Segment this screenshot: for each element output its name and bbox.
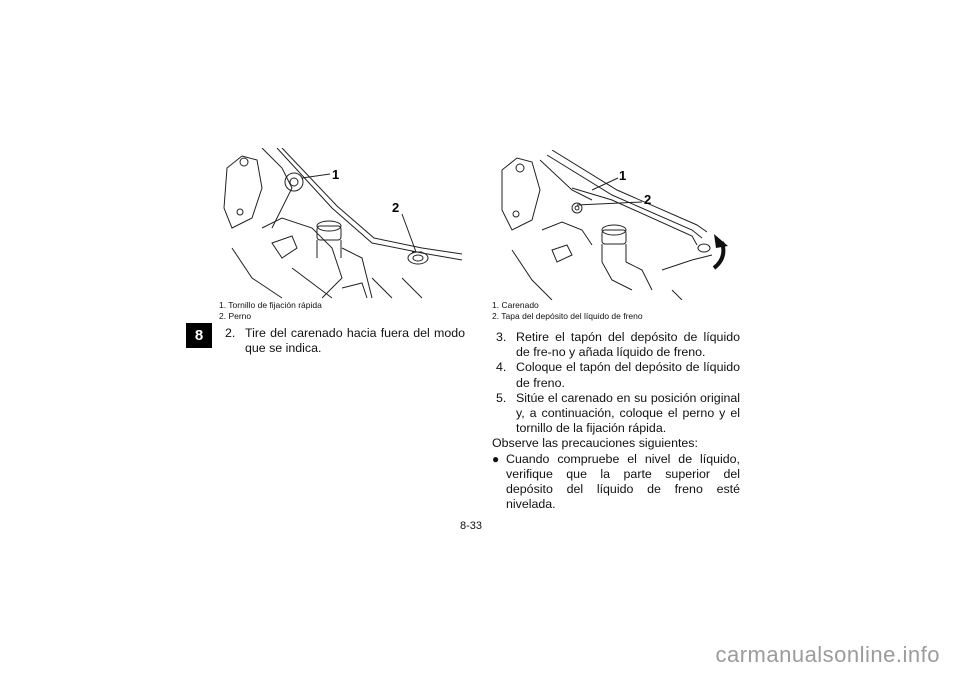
caption-item: 1. Tornillo de fijación rápida <box>219 300 322 310</box>
right-illustration: 1 2 <box>492 150 740 300</box>
step-text: Tire del carenado hacia fuera del modo q… <box>245 326 465 356</box>
left-column-text: 2. Tire del carenado hacia fuera del mod… <box>225 326 465 356</box>
step-number: 5. <box>496 390 507 405</box>
step-item: 5. Sitúe el carenado en su posición orig… <box>496 391 740 437</box>
step-number: 2. <box>225 326 236 340</box>
caption-item: 1. Carenado <box>492 300 539 310</box>
step-number: 4. <box>496 360 507 375</box>
left-captions: 1. Tornillo de fijación rápida 2. Perno <box>219 300 469 322</box>
bullet-item: ● Cuando compruebe el nivel de líquido, … <box>492 452 740 513</box>
step-number: 3. <box>496 330 507 344</box>
bullet-icon: ● <box>492 451 500 466</box>
right-callout-1: 1 <box>619 168 626 183</box>
step-text: Retire el tapón del depósito de líquido … <box>516 330 740 360</box>
step-item: 4. Coloque el tapón del depósito de líqu… <box>496 360 740 390</box>
page-number: 8-33 <box>460 520 483 532</box>
step-item: 3. Retire el tapón del depósito de líqui… <box>496 330 740 360</box>
caption-item: 2. Perno <box>219 311 252 321</box>
right-captions: 1. Carenado 2. Tapa del depósito del líq… <box>492 300 742 322</box>
right-callout-2: 2 <box>644 192 651 207</box>
caption-item: 2. Tapa del depósito del líquido de fren… <box>492 311 643 321</box>
step-text: Sitúe el carenado en su posición origina… <box>516 390 740 436</box>
right-column-text: 3. Retire el tapón del depósito de líqui… <box>492 330 740 512</box>
left-illustration: 1 2 <box>222 148 470 300</box>
left-callout-1: 1 <box>332 167 339 182</box>
left-callout-2: 2 <box>392 200 399 215</box>
bullet-text: Cuando compruebe el nivel de líquido, ve… <box>506 451 740 512</box>
section-tab: 8 <box>186 323 212 348</box>
observe-heading: Observe las precauciones siguientes: <box>492 436 698 451</box>
step-text: Coloque el tapón del depósito de líquido… <box>516 360 740 390</box>
watermark: carmanualsonline.info <box>715 642 940 667</box>
step-item: 2. Tire del carenado hacia fuera del mod… <box>225 326 465 356</box>
